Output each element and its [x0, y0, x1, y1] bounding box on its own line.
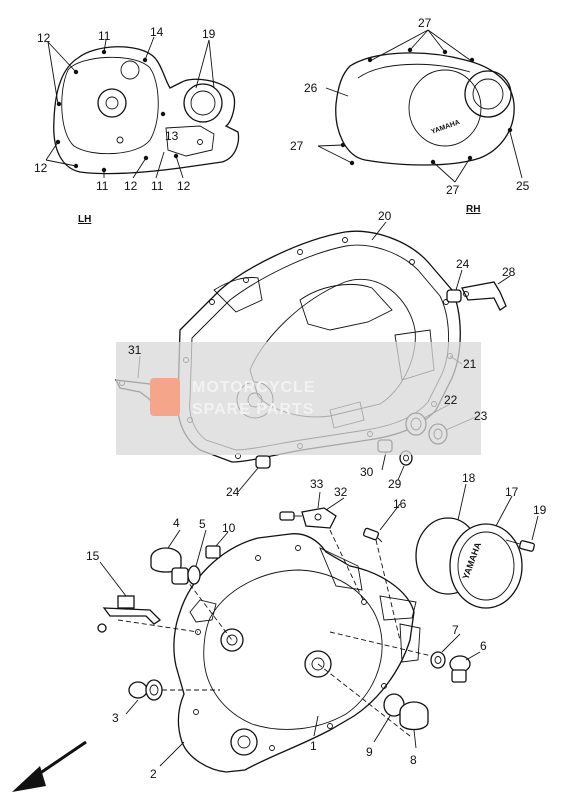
callout-19: 19	[202, 27, 216, 41]
watermark-subtext: SPARE PARTS	[192, 401, 314, 418]
o-ring-5	[187, 565, 201, 585]
dowel-pin-24-upper	[446, 289, 462, 303]
rh-cover-bolts	[340, 47, 513, 166]
plug-10	[205, 545, 221, 559]
callout-11: 11	[151, 179, 164, 193]
callout-6: 6	[480, 639, 487, 653]
callout-14: 14	[150, 25, 164, 39]
callout-27: 27	[446, 183, 460, 197]
callout-7: 7	[452, 623, 459, 637]
plate-32	[301, 507, 337, 529]
cover-bolt-holes	[193, 545, 387, 751]
callout-21: 21	[463, 357, 477, 371]
callout-24: 24	[456, 257, 470, 271]
clutch-cover-17: YAMAHA	[449, 523, 523, 609]
watermark: MOTORCYCLE SPARE PARTS	[116, 342, 481, 455]
callout-19: 19	[533, 503, 547, 517]
callout-17: 17	[505, 485, 519, 499]
callout-4: 4	[173, 516, 180, 530]
bolt-6	[449, 655, 471, 683]
filler-cap-4	[150, 547, 189, 585]
rh-cover-logo: YAMAHA	[430, 119, 461, 136]
callout-25: 25	[516, 179, 530, 193]
lh-leader-lines	[45, 36, 215, 179]
watermark-brand: MOTORCYCLE	[192, 379, 315, 396]
assembly-dash-lines	[117, 529, 441, 737]
callout-10: 10	[222, 521, 236, 535]
washer-7	[430, 651, 446, 669]
callout-27: 27	[290, 139, 304, 153]
callout-16: 16	[393, 497, 407, 511]
callout-13: 13	[165, 129, 179, 143]
front-direction-arrow-icon	[12, 740, 87, 792]
rh-cover-outline: YAMAHA	[335, 52, 515, 166]
callout-1: 1	[310, 739, 317, 753]
bolt-16	[362, 527, 383, 543]
bracket-28	[461, 281, 507, 311]
callout-23: 23	[474, 409, 488, 423]
callout-9: 9	[366, 745, 373, 759]
callout-18: 18	[462, 471, 476, 485]
screw-19	[505, 539, 535, 552]
dowel-pin-24-lower	[255, 455, 271, 469]
callout-26: 26	[304, 81, 318, 95]
callout-12: 12	[37, 31, 51, 45]
callout-32: 32	[334, 485, 348, 499]
callout-29: 29	[388, 477, 402, 491]
callout-12: 12	[34, 161, 48, 175]
lh-label: LH	[78, 214, 91, 225]
callout-28: 28	[502, 265, 516, 279]
callout-24: 24	[226, 485, 240, 499]
lh-cover-outline	[53, 46, 240, 175]
watermark-logo-icon	[150, 378, 180, 416]
callout-3: 3	[112, 711, 119, 725]
cap-8	[399, 701, 429, 731]
callout-8: 8	[410, 753, 417, 767]
callout-27: 27	[418, 16, 432, 30]
lower-leader-lines	[99, 483, 539, 767]
lh-cover-bolts	[55, 49, 179, 173]
callout-33: 33	[310, 477, 324, 491]
plug-3	[128, 679, 163, 701]
callout-11: 11	[98, 29, 111, 43]
rh-label: RH	[466, 204, 480, 215]
callout-11: 11	[96, 179, 109, 193]
crankcase-cover-1	[173, 533, 421, 773]
screw-33	[279, 511, 302, 521]
callout-22: 22	[444, 393, 458, 407]
callout-5: 5	[199, 517, 206, 531]
callout-labels: 12 11 14 19 13 12 11 12 11 12 LH 27 26 2…	[34, 16, 547, 781]
rh-leader-lines	[317, 29, 523, 183]
callout-31: 31	[128, 343, 142, 357]
callout-12: 12	[124, 179, 138, 193]
callout-15: 15	[86, 549, 100, 563]
callout-20: 20	[378, 209, 392, 223]
bracket-15	[97, 595, 162, 633]
callout-2: 2	[150, 767, 157, 781]
callout-12: 12	[177, 179, 191, 193]
callout-30: 30	[360, 465, 374, 479]
